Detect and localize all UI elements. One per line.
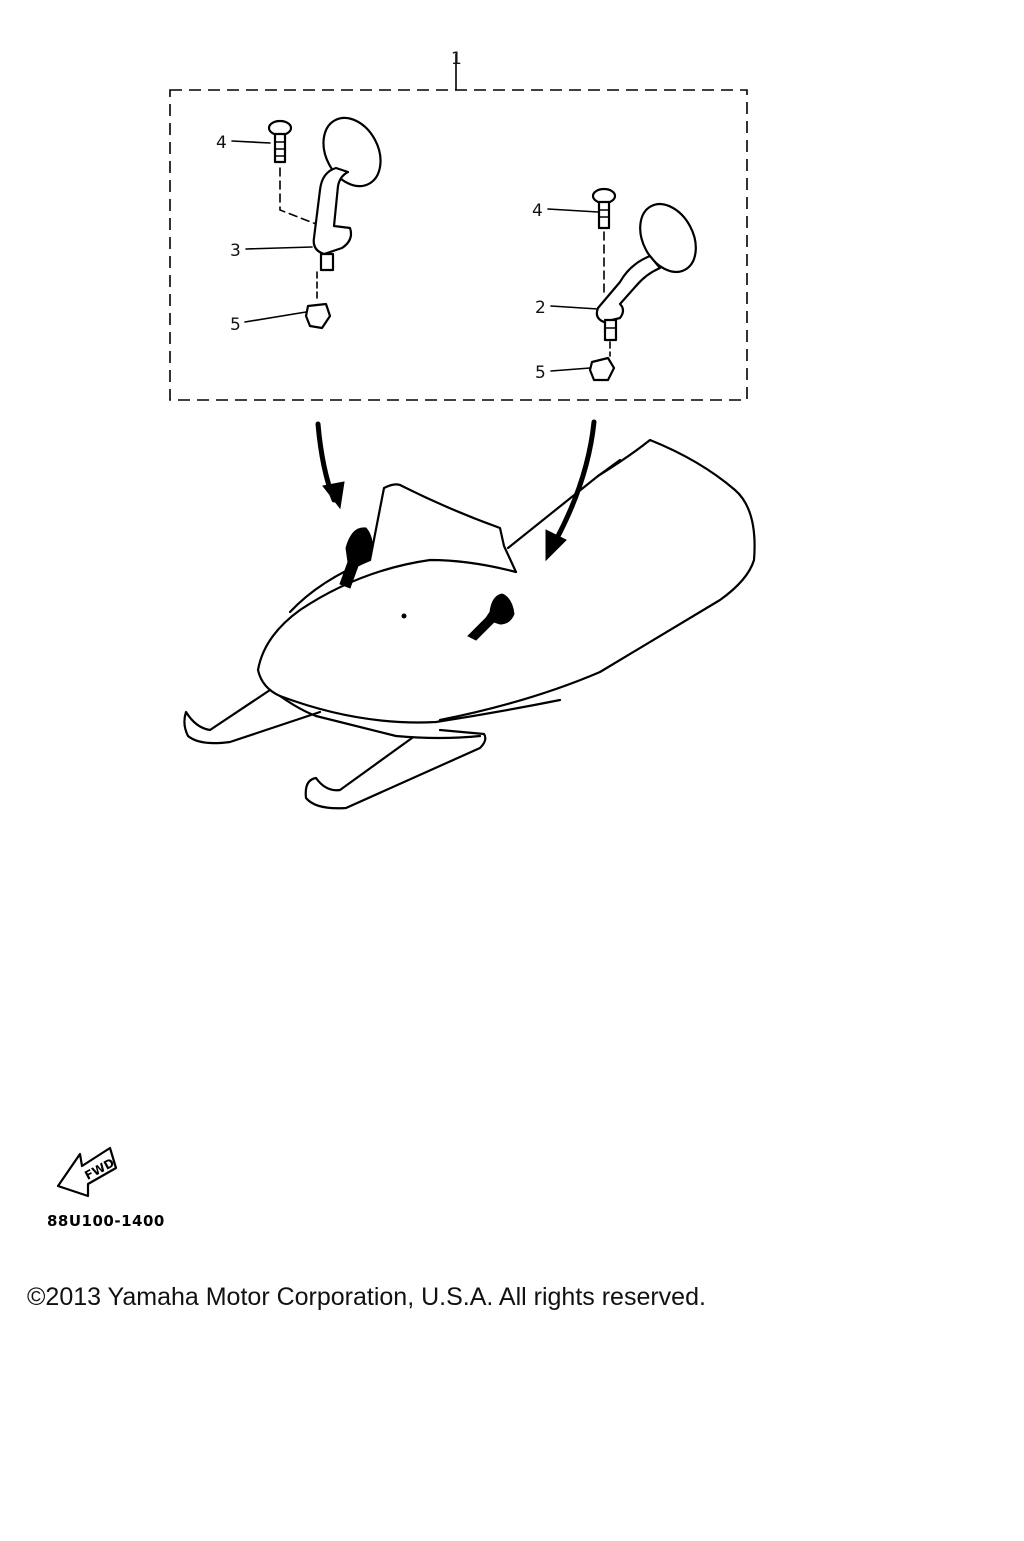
- callout-5b-leader: [550, 367, 591, 372]
- stay-stud-right: [603, 318, 618, 342]
- callout-4a-leader: [231, 140, 271, 144]
- mirror-stay-2: [595, 254, 662, 324]
- guide-line-left: [279, 167, 317, 225]
- nut-left: [304, 302, 332, 330]
- diagram-code: 88U100-1400: [47, 1212, 165, 1230]
- install-arrow-left: [315, 421, 345, 510]
- callout-1: 1: [451, 49, 462, 69]
- callout-4-right: 4: [532, 201, 543, 221]
- callout-5-right: 5: [535, 363, 546, 383]
- ski-right: [304, 728, 487, 810]
- copyright-notice: ©2013 Yamaha Motor Corporation, U.S.A. A…: [27, 1283, 706, 1311]
- install-arrow-right: [545, 419, 597, 562]
- nut-right: [588, 356, 616, 382]
- ski-left: [183, 688, 322, 745]
- callout-5-left: 5: [230, 315, 241, 335]
- assembly-frame: [169, 89, 748, 401]
- callout-4b-leader: [547, 208, 599, 213]
- callout-5a-leader: [244, 311, 307, 323]
- snowmobile-seat: [438, 438, 756, 722]
- installed-mirror-right: [467, 593, 515, 641]
- mirror-stay-3: [312, 166, 353, 256]
- fwd-arrow-icon: FWD: [56, 1146, 118, 1198]
- bolt-right: [591, 187, 617, 230]
- callout-2-leader: [550, 305, 599, 310]
- stay-stud-left: [319, 252, 335, 272]
- callout-2: 2: [535, 298, 546, 318]
- left-mirror-assembly: [267, 116, 382, 330]
- bolt-left: [267, 119, 293, 164]
- callout-3: 3: [230, 241, 241, 261]
- callout-3-leader: [245, 246, 313, 250]
- installed-mirror-left: [339, 527, 373, 589]
- hood: [256, 558, 562, 724]
- callout-4-left: 4: [216, 133, 227, 153]
- snowmobile-illustration: [183, 438, 756, 810]
- windshield: [368, 483, 518, 574]
- right-mirror-assembly: [588, 187, 697, 382]
- mirror-head-right: [639, 203, 697, 273]
